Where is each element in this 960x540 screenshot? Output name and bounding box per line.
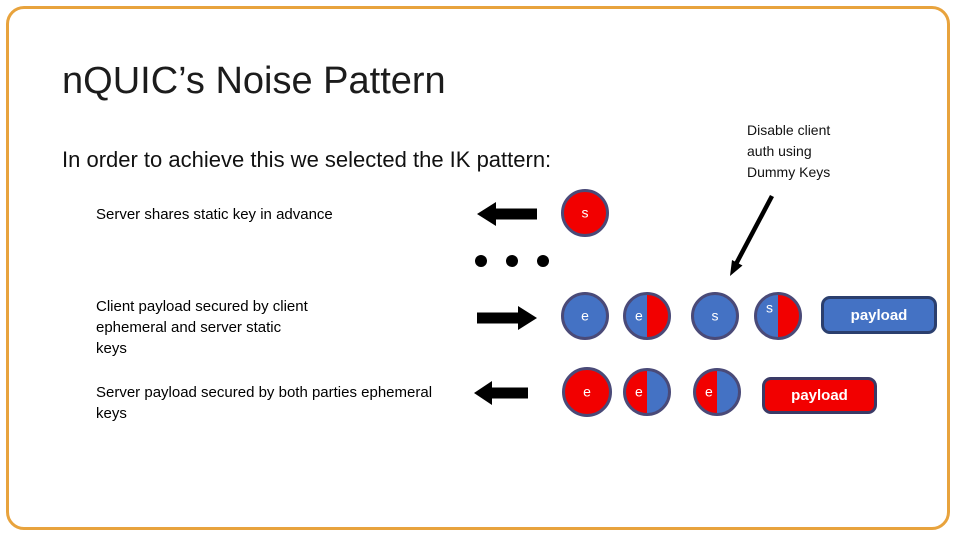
left-arrow-icon: [474, 381, 528, 405]
row-text-line: keys: [96, 340, 127, 357]
key-token-e-red: e: [562, 367, 612, 417]
ellipsis-dot: [506, 255, 518, 267]
ellipsis-dot: [537, 255, 549, 267]
annotation-note: Disable client auth using Dummy Keys: [747, 120, 877, 183]
row-label-server-payload: Server payload secured by both parties e…: [96, 382, 432, 424]
row-label-client-payload: Client payload secured by client ephemer…: [96, 296, 308, 359]
ellipsis-dot: [475, 255, 487, 267]
token-letter: e: [635, 383, 643, 400]
key-token-e-mixed: e: [623, 368, 671, 416]
token-letter: e: [583, 383, 591, 400]
token-letter: e: [635, 307, 643, 324]
token-letter: e: [581, 307, 589, 324]
payload-label: payload: [791, 387, 848, 404]
row-text-line: Server shares static key in advance: [96, 206, 333, 223]
payload-box-client: payload: [821, 296, 937, 334]
row-text-line: ephemeral and server static: [96, 319, 282, 336]
token-letter: s: [581, 204, 589, 221]
annotation-line: auth using: [747, 143, 812, 159]
row-text-line: keys: [96, 405, 127, 422]
key-token-s-red: s: [561, 189, 609, 237]
subtitle: In order to achieve this we selected the…: [62, 147, 552, 172]
payload-box-server: payload: [762, 377, 877, 414]
row-label-server-static: Server shares static key in advance: [96, 204, 333, 225]
token-letter: s: [711, 307, 719, 324]
row-text-line: Server payload secured by both parties e…: [96, 384, 433, 401]
key-token-e-mixed: e: [623, 292, 671, 340]
key-token-s-blue: s: [691, 292, 739, 340]
key-token-e-mixed: e: [693, 368, 741, 416]
right-arrow-icon: [477, 306, 537, 330]
annotation-line: Disable client: [747, 122, 831, 138]
key-token-e-blue: e: [561, 292, 609, 340]
token-letter: e: [705, 383, 713, 400]
key-token-s-mixed: s: [754, 292, 802, 340]
row-text-line: Client payload secured by client: [96, 298, 308, 315]
annotation-arrow-icon: [730, 194, 774, 276]
annotation-line: Dummy Keys: [747, 164, 831, 180]
token-letter: s: [766, 300, 773, 317]
page-title: nQUIC’s Noise Pattern: [62, 60, 446, 102]
left-arrow-icon: [477, 202, 537, 226]
payload-label: payload: [850, 306, 908, 324]
